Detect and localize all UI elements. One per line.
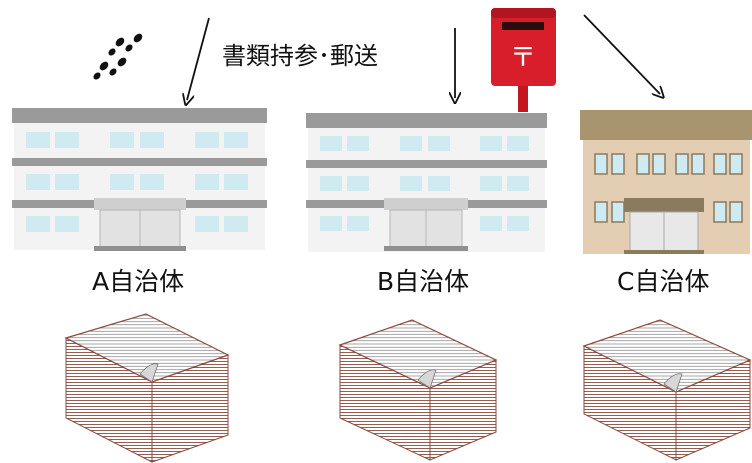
footprints-icon bbox=[93, 33, 143, 80]
municipality-c-label: C自治体 bbox=[617, 267, 710, 296]
document-stack-icon bbox=[338, 319, 498, 461]
municipality-b-label: B自治体 bbox=[377, 267, 470, 296]
arrow-to-c bbox=[583, 14, 660, 94]
brown-building-icon bbox=[580, 110, 752, 254]
office-building-icon bbox=[12, 108, 267, 251]
document-stack-icon bbox=[582, 319, 752, 461]
svg-text:〒: 〒 bbox=[510, 43, 536, 73]
document-stack-icon bbox=[64, 313, 230, 463]
mailbox-icon: 〒 bbox=[491, 8, 556, 112]
delivery-method-caption: 書類持参･郵送 bbox=[222, 42, 378, 70]
municipality-a-label: A自治体 bbox=[92, 267, 185, 296]
arrow-to-a bbox=[187, 17, 210, 100]
office-building-icon bbox=[306, 113, 547, 252]
